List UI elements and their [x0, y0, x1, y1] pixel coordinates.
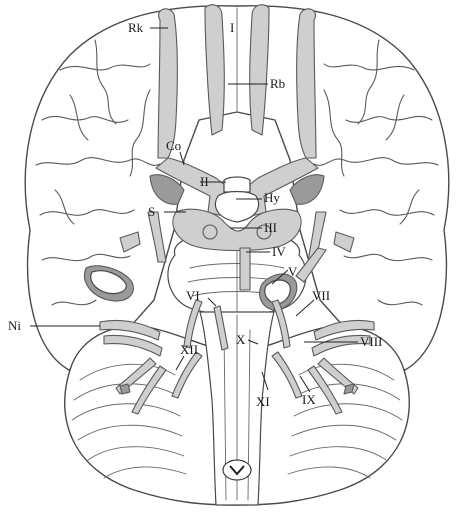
olfactory-tracts — [157, 4, 317, 159]
label-hy: Hy — [264, 190, 280, 205]
label-i: I — [230, 20, 234, 35]
label-ii: II — [200, 174, 209, 189]
label-v: V — [288, 264, 298, 279]
label-s: S — [148, 204, 155, 219]
label-ix: IX — [302, 392, 316, 407]
lower-cranial-nerves — [115, 351, 359, 415]
label-vii: VII — [312, 288, 330, 303]
label-iv: IV — [272, 244, 286, 259]
label-vi: VI — [186, 288, 200, 303]
label-rb: Rb — [270, 76, 285, 91]
abducens-nerves — [183, 299, 291, 351]
label-x: X — [236, 332, 246, 347]
spinal-cord-cross-section — [222, 459, 252, 481]
label-ni: Ni — [8, 318, 21, 333]
label-iii: III — [264, 220, 277, 235]
labels: Rk I Rb Co II Hy S III IV V VI VII Ni X … — [8, 20, 382, 409]
cranial-nerves-vii-viii — [99, 319, 375, 357]
cerebrum — [24, 5, 450, 371]
label-rk: Rk — [128, 20, 144, 35]
cranial-nerves-iii-iv — [119, 211, 355, 291]
label-xii: XII — [180, 342, 198, 357]
label-viii: VIII — [360, 334, 382, 349]
leader-lines — [30, 27, 358, 393]
label-xi: XI — [256, 394, 270, 409]
trigeminal-nerves — [84, 247, 327, 311]
label-co: Co — [166, 138, 181, 153]
medulla — [199, 311, 275, 506]
optic-chiasm — [149, 157, 325, 223]
